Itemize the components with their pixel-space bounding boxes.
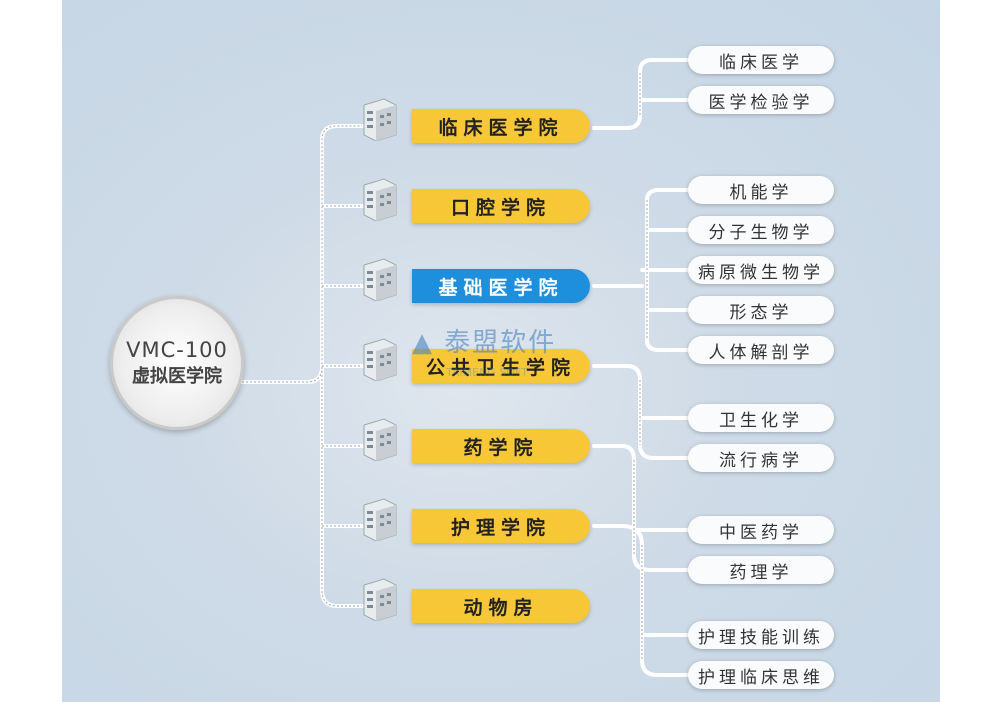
diagram-canvas: VMC-100 虚拟医学院 临床医学院口腔学院基础医学院公共卫生学院药学院护理学… — [62, 0, 940, 702]
college-node[interactable]: 口腔学院 — [358, 178, 594, 223]
college-label: 基础医学院 — [412, 269, 590, 303]
building-icon — [363, 418, 397, 461]
discipline-node[interactable]: 病原微生物学 — [688, 256, 834, 284]
root-node[interactable]: VMC-100 虚拟医学院 — [110, 296, 244, 430]
college-label: 口腔学院 — [412, 189, 590, 223]
college-label: 动物房 — [412, 589, 590, 623]
discipline-node[interactable]: 分子生物学 — [688, 216, 834, 244]
watermark-text: 泰盟软件 — [444, 328, 557, 358]
building-icon — [363, 338, 397, 381]
root-subtitle: 虚拟医学院 — [132, 366, 222, 387]
building-icon — [363, 258, 397, 301]
college-node[interactable]: 动物房 — [358, 578, 594, 623]
discipline-node[interactable]: 临床医学 — [688, 46, 834, 74]
college-label: 临床医学院 — [412, 109, 590, 143]
building-icon — [363, 578, 397, 621]
discipline-node[interactable]: 护理临床思维 — [688, 661, 834, 689]
watermark-logo: ▲ 泰盟软件 — [412, 328, 557, 358]
discipline-node[interactable]: 药理学 — [688, 556, 834, 584]
discipline-node[interactable]: 医学检验学 — [688, 86, 834, 114]
connector-lines — [236, 58, 690, 677]
college-node[interactable]: 基础医学院 — [358, 258, 594, 303]
college-label: 药学院 — [412, 429, 590, 463]
discipline-node[interactable]: 人体解剖学 — [688, 336, 834, 364]
watermark-sub: TAIMENG SOFT — [446, 366, 528, 379]
college-node[interactable]: 护理学院 — [358, 498, 594, 543]
college-label: 护理学院 — [412, 509, 590, 543]
building-icon — [363, 98, 397, 141]
discipline-node[interactable]: 形态学 — [688, 296, 834, 324]
college-node[interactable]: 公共卫生学院 — [358, 338, 594, 383]
discipline-node[interactable]: 机能学 — [688, 176, 834, 204]
college-label: 公共卫生学院 — [412, 349, 590, 383]
discipline-node[interactable]: 流行病学 — [688, 444, 834, 472]
building-icon — [363, 178, 397, 221]
discipline-node[interactable]: 卫生化学 — [688, 404, 834, 432]
discipline-node[interactable]: 护理技能训练 — [688, 621, 834, 649]
college-node[interactable]: 药学院 — [358, 418, 594, 463]
root-title: VMC-100 — [126, 338, 228, 362]
discipline-node[interactable]: 中医药学 — [688, 516, 834, 544]
building-icon — [363, 498, 397, 541]
college-node[interactable]: 临床医学院 — [358, 98, 594, 143]
